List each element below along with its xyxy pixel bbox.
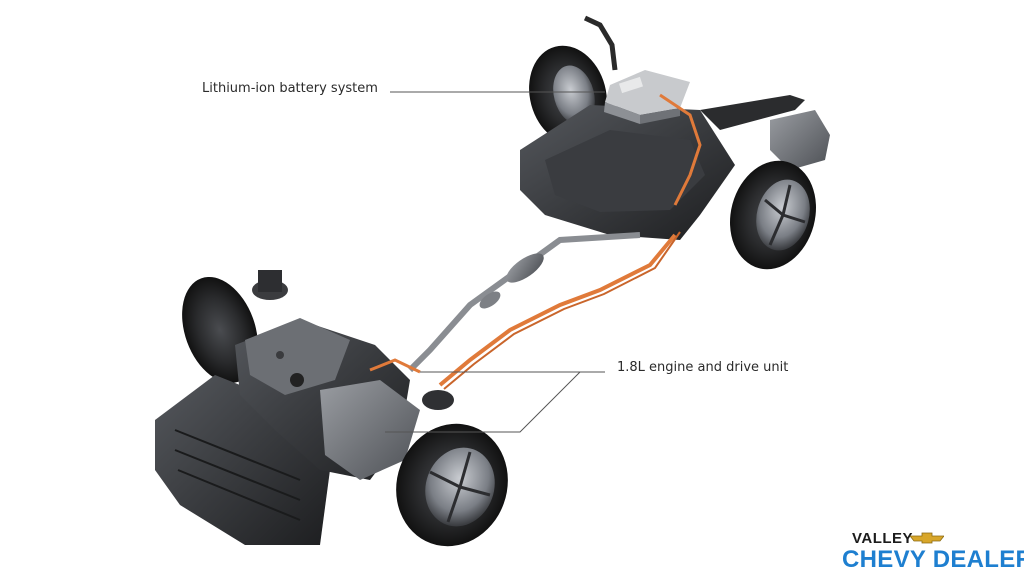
exhaust-pipe [407, 232, 641, 373]
bowtie-icon [910, 532, 944, 544]
front-assembly [155, 270, 508, 547]
battery-pack [604, 70, 690, 124]
watermark-line2: CHEVY DEALERS [842, 546, 1024, 573]
watermark-logo: VALLEY CHEVY DEALERS [820, 530, 1024, 576]
drive-unit [320, 380, 420, 480]
center-tunnel [407, 231, 681, 390]
watermark-line1: VALLEY [852, 530, 914, 547]
rear-assembly [520, 15, 830, 270]
rear-muffler [770, 110, 830, 170]
engine-callout-label: 1.8L engine and drive unit [617, 360, 789, 375]
callout-lines [385, 91, 605, 433]
rear-right-wheel [730, 160, 816, 270]
battery-callout-label: Lithium-ion battery system [202, 81, 378, 96]
engine-cover [245, 318, 350, 395]
front-right-wheel [396, 423, 508, 547]
engine-leader-line [385, 371, 605, 433]
orange-cable [438, 233, 677, 387]
